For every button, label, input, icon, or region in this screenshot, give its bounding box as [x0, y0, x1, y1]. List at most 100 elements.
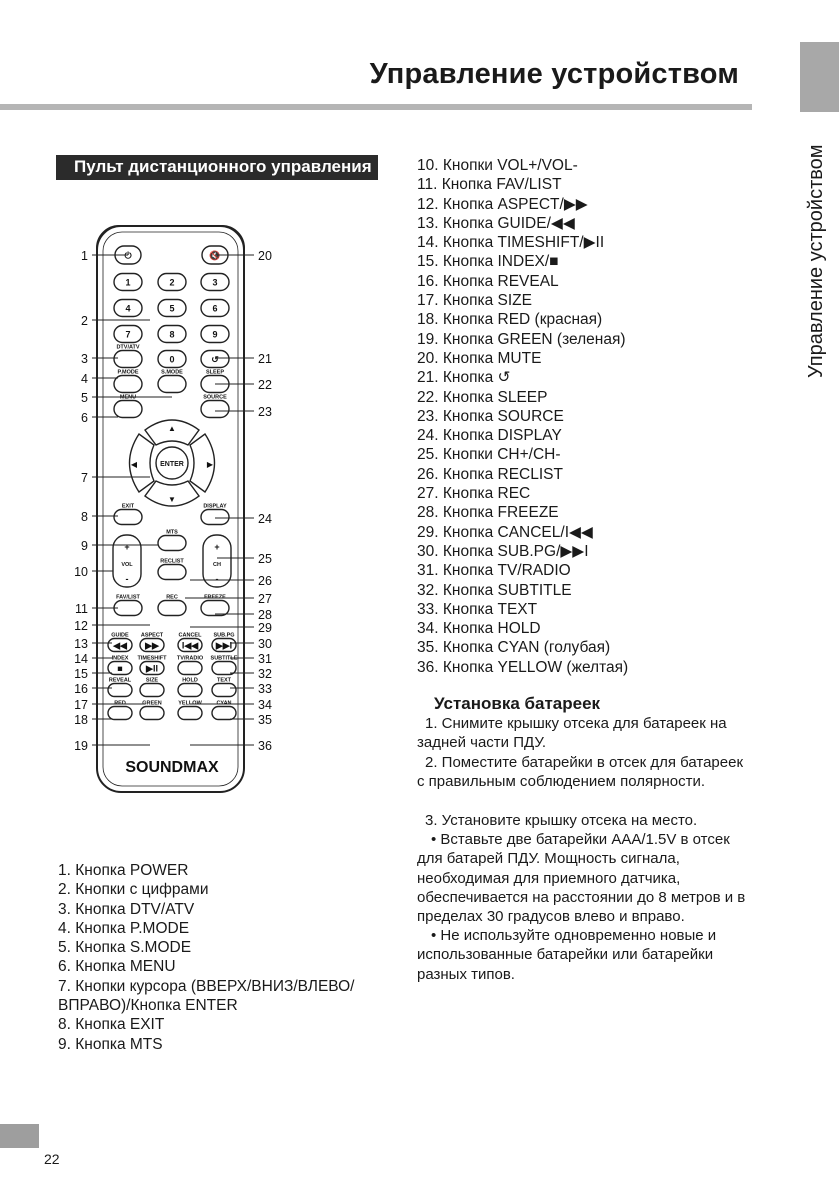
callout-number: 33	[258, 682, 272, 696]
number-key-6-label: 6	[212, 304, 217, 314]
callout-number: 23	[258, 405, 272, 419]
fav-list-button	[113, 599, 143, 617]
list-item: 1. Кнопка POWER	[58, 862, 189, 879]
timeshift-button-label: ▶II	[145, 664, 158, 674]
enter-button	[155, 446, 189, 480]
list-item: 28. Кнопка FREEZE	[417, 504, 559, 522]
hold-button	[177, 682, 203, 698]
callout-number: 22	[258, 378, 272, 392]
list-item: 25. Кнопки CH+/CH-	[417, 446, 561, 464]
number-key-1-label: 1	[125, 278, 130, 288]
freeze-button-caption: FREEZE	[204, 595, 226, 601]
list-item: 29. Кнопка CANCEL/I◀◀	[417, 523, 593, 541]
list-item: 34. Кнопка HOLD	[417, 620, 541, 638]
timeshift-button-caption: TIMESHIFT	[137, 656, 167, 662]
number-key-9	[200, 324, 230, 344]
index-button-label: ■	[117, 664, 122, 674]
size-button-caption: SIZE	[146, 678, 159, 684]
left-arrow-button	[128, 432, 155, 494]
callout-number: 29	[258, 621, 272, 635]
list-item: 26. Кнопка RECLIST	[417, 465, 563, 483]
list-item: 15. Кнопка INDEX/■	[417, 253, 559, 271]
list-item: 7. Кнопки курсора (ВВЕРХ/ВНИЗ/ВЛЕВО/	[58, 977, 355, 995]
battery-heading: Установка батареек	[434, 694, 601, 713]
list-item: 33. Кнопка TEXT	[417, 600, 538, 618]
text-button	[211, 682, 237, 698]
tvradio-button-caption: TV/RADIO	[177, 656, 204, 662]
hold-button-caption: HOLD	[182, 678, 198, 684]
list-item: 2. Кнопки с цифрами	[58, 881, 209, 899]
brand-logo: SOUNDMAX	[125, 759, 219, 776]
number-key-7	[113, 324, 143, 344]
battery-note-1: • Вставьте две батарейки AAA/1.5V в отсе…	[417, 831, 746, 926]
text-button-caption: TEXT	[217, 678, 232, 684]
list-item: 20. Кнопка MUTE	[417, 349, 542, 367]
legend-right-list: 10. Кнопки VOL+/VOL- 11. Кнопка FAV/LIST…	[417, 156, 628, 677]
aspect-button-label: ▶▶	[144, 641, 160, 651]
freeze-button	[200, 599, 230, 617]
callout-number: 36	[258, 739, 272, 753]
callout-number: 20	[258, 249, 272, 263]
callout-number: 8	[81, 510, 88, 524]
number-key-2	[157, 272, 187, 292]
page-number: 22	[44, 1151, 60, 1167]
green-button	[139, 705, 165, 721]
recall-button	[200, 349, 230, 369]
timeshift-button	[139, 660, 165, 676]
yellow-button	[177, 705, 203, 721]
callout-number: 27	[258, 592, 272, 606]
battery-step-3: 3. Установите крышку отсека на место.	[425, 812, 698, 829]
menu-button	[113, 399, 143, 419]
red-button-caption: RED	[114, 701, 126, 707]
callout-number: 28	[258, 608, 272, 622]
reclist-button-caption: RECLIST	[160, 559, 184, 565]
display-button-caption: DISPLAY	[203, 504, 227, 510]
callout-number: 30	[258, 637, 272, 651]
smode-button	[157, 374, 187, 394]
legend-left-list: 1. Кнопка POWER 2. Кнопки с цифрами 3. К…	[58, 861, 355, 1054]
index-button-caption: INDEX	[112, 656, 129, 662]
number-key-1	[113, 272, 143, 292]
battery-note-2: • Не используйте одновременно новые и ис…	[417, 927, 717, 983]
callout-number: 6	[81, 411, 88, 425]
list-item: 13. Кнопка GUIDE/◀◀	[417, 214, 575, 232]
rec-button-caption: REC	[166, 595, 178, 601]
rec-button	[157, 599, 187, 617]
list-item: 14. Кнопка TIMESHIFT/▶II	[417, 234, 605, 252]
dtv-atv-button-caption: DTV/ATV	[116, 345, 139, 351]
left-arrow-icon: ◀	[131, 460, 138, 469]
ch-label: CH	[213, 562, 221, 568]
callout-number: 31	[258, 652, 272, 666]
callout-number: 34	[258, 698, 272, 712]
list-item: ВПРАВО)/Кнопка ENTER	[58, 997, 238, 1015]
index-button	[107, 660, 133, 676]
page-tab	[0, 1124, 39, 1148]
number-key-3-label: 3	[212, 278, 217, 288]
number-key-0-label: 0	[169, 355, 174, 365]
list-item: 4. Кнопка P.MODE	[58, 919, 190, 937]
number-key-5	[157, 298, 187, 318]
number-key-3	[200, 272, 230, 292]
guide-button	[107, 637, 133, 653]
red-button	[107, 705, 133, 721]
ch-rocker	[202, 534, 232, 588]
callout-number: 5	[81, 391, 88, 405]
callout-number: 16	[74, 682, 88, 696]
callout-number: 24	[258, 512, 272, 526]
list-item: 36. Кнопка YELLOW (желтая)	[417, 658, 629, 676]
down-arrow-button	[144, 480, 200, 507]
aspect-button-caption: ASPECT	[141, 633, 164, 639]
list-item: 32. Кнопка SUBTITLE	[417, 581, 572, 599]
callout-number: 35	[258, 713, 272, 727]
aspect-button	[139, 637, 165, 653]
size-button	[139, 682, 165, 698]
number-key-8-label: 8	[169, 330, 174, 340]
subtitle-button	[211, 660, 237, 676]
callout-number: 4	[81, 372, 88, 386]
callout-number: 3	[81, 352, 88, 366]
vol-minus-label: -	[126, 574, 129, 584]
up-arrow-button	[144, 419, 200, 446]
callout-number: 14	[74, 652, 88, 666]
reveal-button-caption: REVEAL	[109, 678, 132, 684]
mts-button	[157, 534, 187, 552]
